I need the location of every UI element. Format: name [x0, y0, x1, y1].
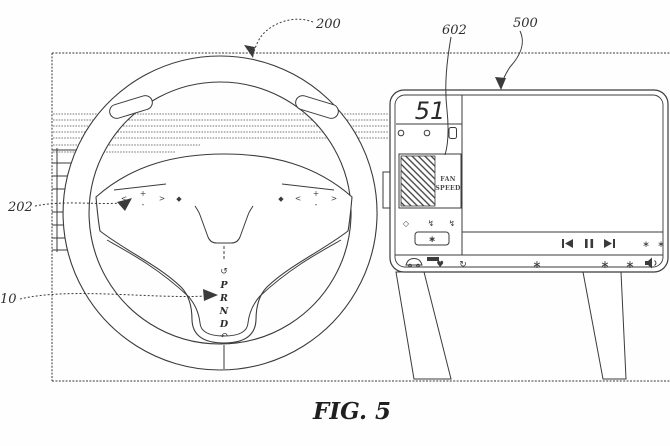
- fan-speed-slider: [401, 156, 435, 206]
- right-forward-icon: >: [331, 194, 337, 203]
- right-back-icon: <: [295, 194, 301, 203]
- arrowhead-500: [495, 77, 506, 90]
- left-minus-icon: -: [142, 200, 145, 209]
- touchscreen: 51 FAN SPEED ◇ ↯ ↯ ∗: [383, 90, 668, 272]
- label-touchscreen: 500: [513, 16, 538, 31]
- climate-fan-icon: ∗: [532, 258, 541, 271]
- wiper-button-icon: ∗: [428, 235, 436, 245]
- right-minus-icon: -: [315, 200, 318, 209]
- fan-speed-label-line2: SPEED: [435, 185, 461, 192]
- speed-readout: 51: [415, 97, 446, 125]
- gear-mode-p: P: [219, 280, 228, 291]
- leader-200: [254, 19, 313, 52]
- left-voice-icon: ◆: [176, 195, 182, 203]
- left-forward-icon: >: [159, 194, 165, 203]
- gear-mode-n: N: [219, 306, 229, 317]
- fan-speed-label-line1: FAN: [440, 176, 455, 183]
- favorite-icon: ♥: [436, 260, 444, 270]
- sparkle-icon: ∗: [600, 258, 609, 271]
- right-plus-icon: +: [313, 189, 319, 198]
- leader-500: [502, 31, 522, 84]
- media-extra-icon-1: ∗: [642, 240, 650, 250]
- diamond-icon: ◇: [403, 219, 410, 228]
- figure-caption: FIG. 5: [312, 398, 391, 425]
- stand-leg-left: [396, 272, 451, 379]
- label-fan-control: 602: [442, 23, 467, 38]
- left-plus-icon: +: [140, 189, 146, 198]
- label-touch-controls: 202: [7, 200, 33, 215]
- label-gear-selector: 10: [0, 292, 17, 307]
- gear-reverse-arrow-icon: ↺: [220, 267, 228, 277]
- screen-stand: [396, 272, 626, 379]
- stand-leg-right: [583, 272, 626, 379]
- label-steering-wheel: 200: [315, 17, 341, 32]
- refresh-icon: ↻: [459, 260, 467, 270]
- defrost-icon: ∗: [625, 258, 634, 271]
- arrowhead-200: [244, 45, 255, 58]
- gear-turn-arrow-icon: ↶: [220, 332, 228, 342]
- defrost-right-icon: ↯: [449, 219, 456, 228]
- defrost-left-icon: ↯: [428, 219, 435, 228]
- gear-mode-d: D: [219, 319, 229, 330]
- right-voice-icon: ◆: [278, 195, 284, 203]
- media-extra-icon-2: ∗: [657, 240, 665, 250]
- steering-wheel: < + - > ◆ ◆ < + - > ↺ P R N D ↶: [63, 56, 377, 370]
- gear-mode-r: R: [219, 293, 228, 304]
